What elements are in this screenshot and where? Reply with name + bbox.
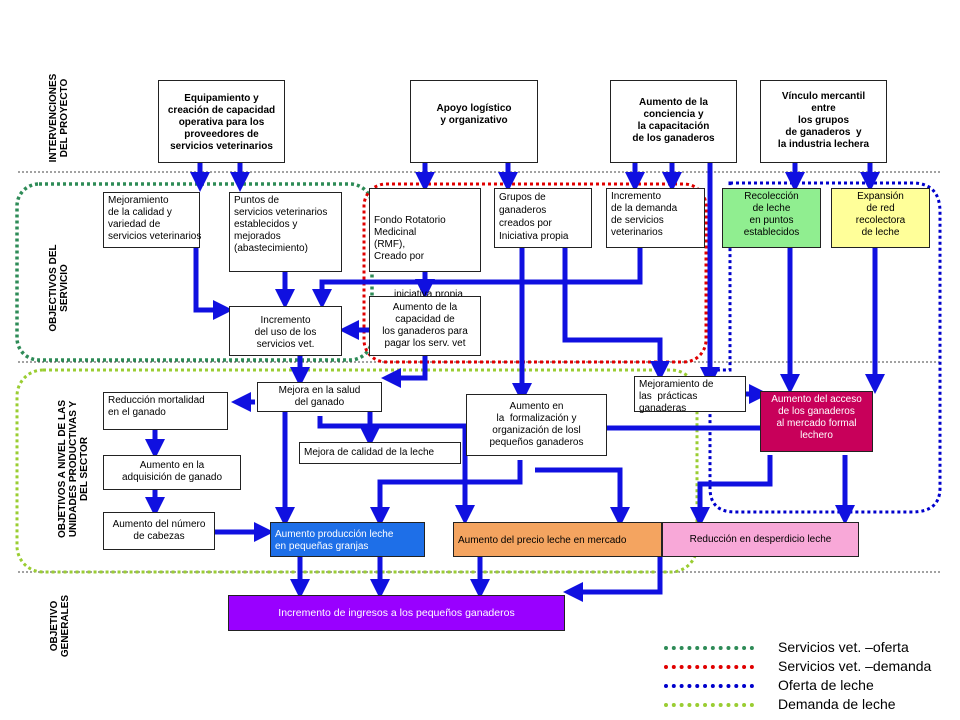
intervention-awareness: Aumento de la conciencia y la capacitaci… [610, 80, 737, 163]
unit-practices: Mejoramiento de las prácticas ganaderas [634, 376, 746, 414]
service-points: Puntos de servicios veterinarios estable… [229, 192, 342, 272]
service-quality-variety: Mejoramiento de la calidad y variedad de… [103, 192, 201, 248]
legend-item-milk-demand: Demanda de leche [664, 695, 896, 713]
group-vet-demand [362, 182, 708, 364]
service-vet-use-increase: Incremento del uso de los servicios vet. [229, 306, 342, 356]
unit-formalization: Aumento en la formalización y organizaci… [466, 394, 607, 456]
legend-item-vet-supply: Servicios vet. –oferta [664, 638, 909, 656]
legend-label-milk-supply: Oferta de leche [778, 677, 874, 693]
legend-swatch-vet-demand [664, 665, 754, 670]
unit-mortality: Reducción mortalidad en el ganado [103, 392, 228, 430]
service-payment-capacity: Aumento de la capacidad de los ganaderos… [369, 296, 481, 356]
unit-health: Mejora en la salud del ganado [257, 382, 382, 412]
legend-swatch-milk-supply [664, 684, 754, 689]
unit-production: Aumento producción leche en pequeñas gra… [270, 522, 425, 557]
row-label-service-objectives: OBJECTIVOS DEL SERVICIO [48, 244, 70, 332]
intervention-logistics: Apoyo logístico y organizativo [410, 80, 538, 163]
unit-milk-price: Aumento del precio leche en mercado [453, 522, 662, 557]
row-label-general-objectives: OBJETIVO GENERALES [49, 594, 71, 658]
unit-acquisition: Aumento en la adquisición de ganado [103, 455, 241, 490]
service-demand-increase: Incremento de la demanda de servicios ve… [606, 188, 705, 248]
legend-item-vet-demand: Servicios vet. –demanda [664, 657, 931, 675]
service-network-expansion: Expansión de red recolectora de leche [831, 188, 930, 248]
intervention-equipment: Equipamiento y creación de capacidad ope… [158, 80, 285, 163]
group-milk-supply [708, 181, 942, 514]
service-farmer-groups: Grupos de ganaderos creados por Iniciati… [494, 188, 592, 248]
service-rotating-fund: Fondo Rotatorio Medicinal (RMF), Creado … [369, 188, 481, 316]
legend-label-milk-demand: Demanda de leche [778, 696, 896, 712]
unit-market-access: Aumento del acceso de los ganaderos al m… [760, 391, 873, 452]
group-milk-demand [15, 368, 699, 574]
row-label-unit-objectives: OBJETIVOS A NIVEL DE LAS UNIDADES PRODUC… [57, 400, 90, 538]
legend-swatch-milk-demand [664, 703, 754, 708]
unit-waste: Reducción en desperdicio leche [662, 522, 859, 557]
group-vet-supply [15, 182, 374, 362]
unit-herd-size: Aumento del número de cabezas [103, 512, 215, 550]
legend-item-milk-supply: Oferta de leche [664, 676, 874, 694]
row-label-interventions: INTERVENCIONES DEL PROYECTO [48, 73, 70, 163]
legend-label-vet-demand: Servicios vet. –demanda [778, 658, 932, 674]
service-milk-collection: Recolección de leche en puntos estableci… [722, 188, 821, 248]
intervention-market-link: Vínculo mercantil entre los grupos de ga… [760, 80, 887, 163]
legend-label-vet-supply: Servicios vet. –oferta [778, 639, 909, 655]
unit-milk-quality: Mejora de calidad de la leche [299, 442, 461, 464]
legend-swatch-vet-supply [664, 646, 754, 651]
service-rotating-fund-text: Fondo Rotatorio Medicinal (RMF), Creado … [374, 215, 446, 262]
general-income: Incremento de ingresos a los pequeños ga… [228, 595, 565, 631]
